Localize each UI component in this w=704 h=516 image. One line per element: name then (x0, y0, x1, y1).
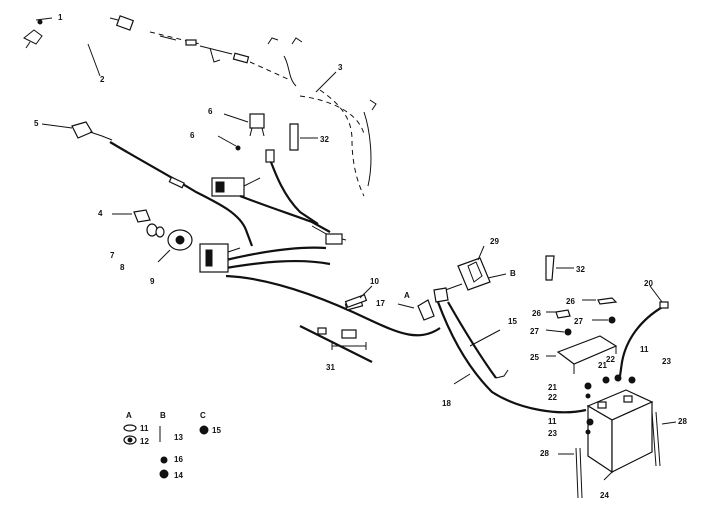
label-5: 5 (34, 119, 39, 128)
part-26 (546, 297, 618, 319)
bracket-25 (546, 335, 618, 374)
label-7: 7 (110, 251, 115, 260)
label-20: 20 (644, 279, 653, 288)
ignition-9 (157, 229, 193, 263)
label-11a: 11 (640, 345, 649, 354)
label-21b: 21 (548, 383, 557, 392)
label-23b: 23 (548, 429, 557, 438)
label-29: 29 (490, 237, 499, 246)
legend-col-b: B (160, 411, 166, 420)
main-harness (225, 225, 441, 337)
label-4: 4 (98, 209, 103, 218)
label-24: 24 (600, 491, 609, 500)
label-27b: 27 (530, 327, 539, 336)
label-27a: 27 (574, 317, 583, 326)
battery-24 (586, 389, 654, 481)
label-6b: 6 (190, 131, 195, 140)
callout-labels: 1 2 3 5 6 6 32 4 7 8 9 29 B 32 10 17 A 2… (34, 13, 687, 500)
cable-20 (618, 285, 669, 377)
solenoid (211, 149, 331, 233)
label-32a: 32 (320, 135, 329, 144)
label-8: 8 (120, 263, 125, 272)
label-1: 1 (58, 13, 63, 22)
leader-2 (87, 43, 101, 77)
relay-6 (217, 113, 265, 151)
label-31: 31 (326, 363, 335, 372)
rods-28 (558, 411, 677, 499)
terminals (584, 374, 636, 435)
label-11b: 11 (548, 417, 557, 426)
part-10 (344, 285, 373, 309)
legend-col-c: C (200, 411, 206, 420)
label-26a: 26 (566, 297, 575, 306)
label-23a: 23 (662, 357, 671, 366)
label-28a: 28 (540, 449, 549, 458)
fuse-holder-32a (289, 123, 318, 151)
label-2: 2 (100, 75, 105, 84)
legend-b-14: 14 (174, 471, 183, 480)
label-21a: 21 (598, 361, 607, 370)
leader-3 (315, 71, 337, 93)
legend-a-12: 12 (140, 437, 149, 446)
part-connector-top (109, 15, 135, 31)
label-3: 3 (338, 63, 343, 72)
label-A: A (404, 291, 410, 300)
label-B: B (510, 269, 516, 278)
part-4 (112, 209, 151, 223)
legend-hardware (123, 424, 209, 479)
regulator-box (199, 243, 241, 273)
fuse-32b (545, 255, 574, 281)
label-17: 17 (376, 299, 385, 308)
label-22b: 22 (548, 393, 557, 402)
label-25: 25 (530, 353, 539, 362)
harness-3-top (149, 31, 377, 197)
leader-1 (35, 17, 53, 21)
label-6a: 6 (208, 107, 213, 116)
legend-c-15: 15 (212, 426, 221, 435)
label-22a: 22 (606, 355, 615, 364)
part-7-8 (146, 223, 165, 238)
legend-b-13: 13 (174, 433, 183, 442)
legend-a-11: 11 (140, 424, 149, 433)
legend-b-16: 16 (174, 455, 183, 464)
label-28b: 28 (678, 417, 687, 426)
cable-15 (447, 301, 497, 379)
junction-29 (433, 245, 507, 303)
legend-col-a: A (126, 411, 132, 420)
label-32b: 32 (576, 265, 585, 274)
label-18: 18 (442, 399, 451, 408)
cable-18 (436, 301, 587, 414)
part-17 (397, 299, 435, 321)
label-15: 15 (508, 317, 517, 326)
cable-5 (109, 141, 254, 247)
switch-5 (41, 121, 113, 141)
part-31 (299, 325, 373, 363)
part-27 (545, 316, 616, 336)
label-9: 9 (150, 277, 155, 286)
legend-labels: A B C 11 12 13 16 14 15 (126, 411, 221, 480)
label-26b: 26 (532, 309, 541, 318)
label-10: 10 (370, 277, 379, 286)
part-1-clip (23, 19, 43, 49)
